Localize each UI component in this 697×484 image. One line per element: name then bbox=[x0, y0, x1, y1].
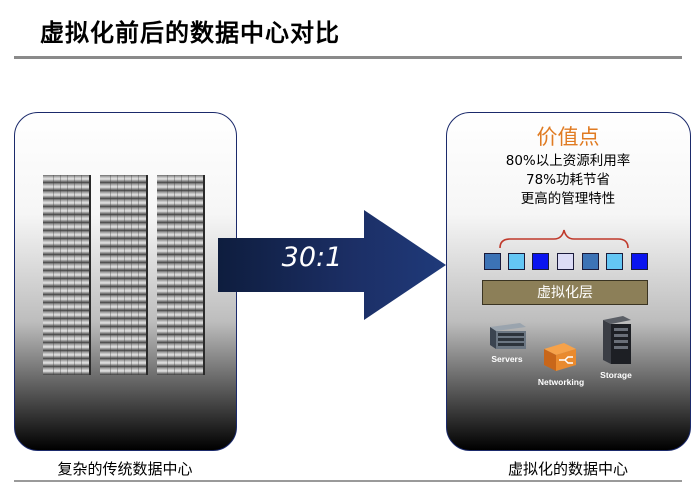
brace-icon bbox=[499, 229, 629, 249]
virtual-machine bbox=[508, 253, 525, 270]
server-rack bbox=[43, 175, 89, 375]
storage-array-icon bbox=[603, 316, 631, 364]
network-switch-icon bbox=[544, 343, 576, 371]
value-point: 78%功耗节省 bbox=[525, 172, 610, 188]
virtual-machine bbox=[484, 253, 501, 270]
value-point: 80%以上资源利用率 bbox=[505, 153, 631, 169]
servers-label: Servers bbox=[491, 354, 523, 364]
virtualized-datacenter-caption: 虚拟化的数据中心 bbox=[507, 460, 628, 478]
consolidation-arrow-icon bbox=[218, 210, 446, 320]
title-divider bbox=[14, 56, 682, 59]
server-rack bbox=[100, 175, 146, 375]
virtual-machine bbox=[582, 253, 599, 270]
value-point: 更高的管理特性 bbox=[520, 191, 616, 207]
page-title: 虚拟化前后的数据中心对比 bbox=[40, 19, 340, 47]
storage-label: Storage bbox=[600, 370, 632, 380]
consolidation-ratio: 30:1 bbox=[281, 242, 343, 273]
traditional-datacenter-caption: 复杂的传统数据中心 bbox=[57, 460, 193, 478]
server-icon bbox=[490, 323, 526, 349]
virtual-machine bbox=[532, 253, 549, 270]
server-rack bbox=[157, 175, 203, 375]
bottom-divider bbox=[14, 480, 682, 482]
virtual-machine bbox=[631, 253, 648, 270]
value-points-title: 价值点 bbox=[536, 125, 600, 149]
virtual-machine bbox=[557, 253, 574, 270]
networking-label: Networking bbox=[537, 377, 585, 387]
virtualization-layer: 虚拟化层 bbox=[482, 280, 648, 305]
virtual-machine bbox=[606, 253, 623, 270]
